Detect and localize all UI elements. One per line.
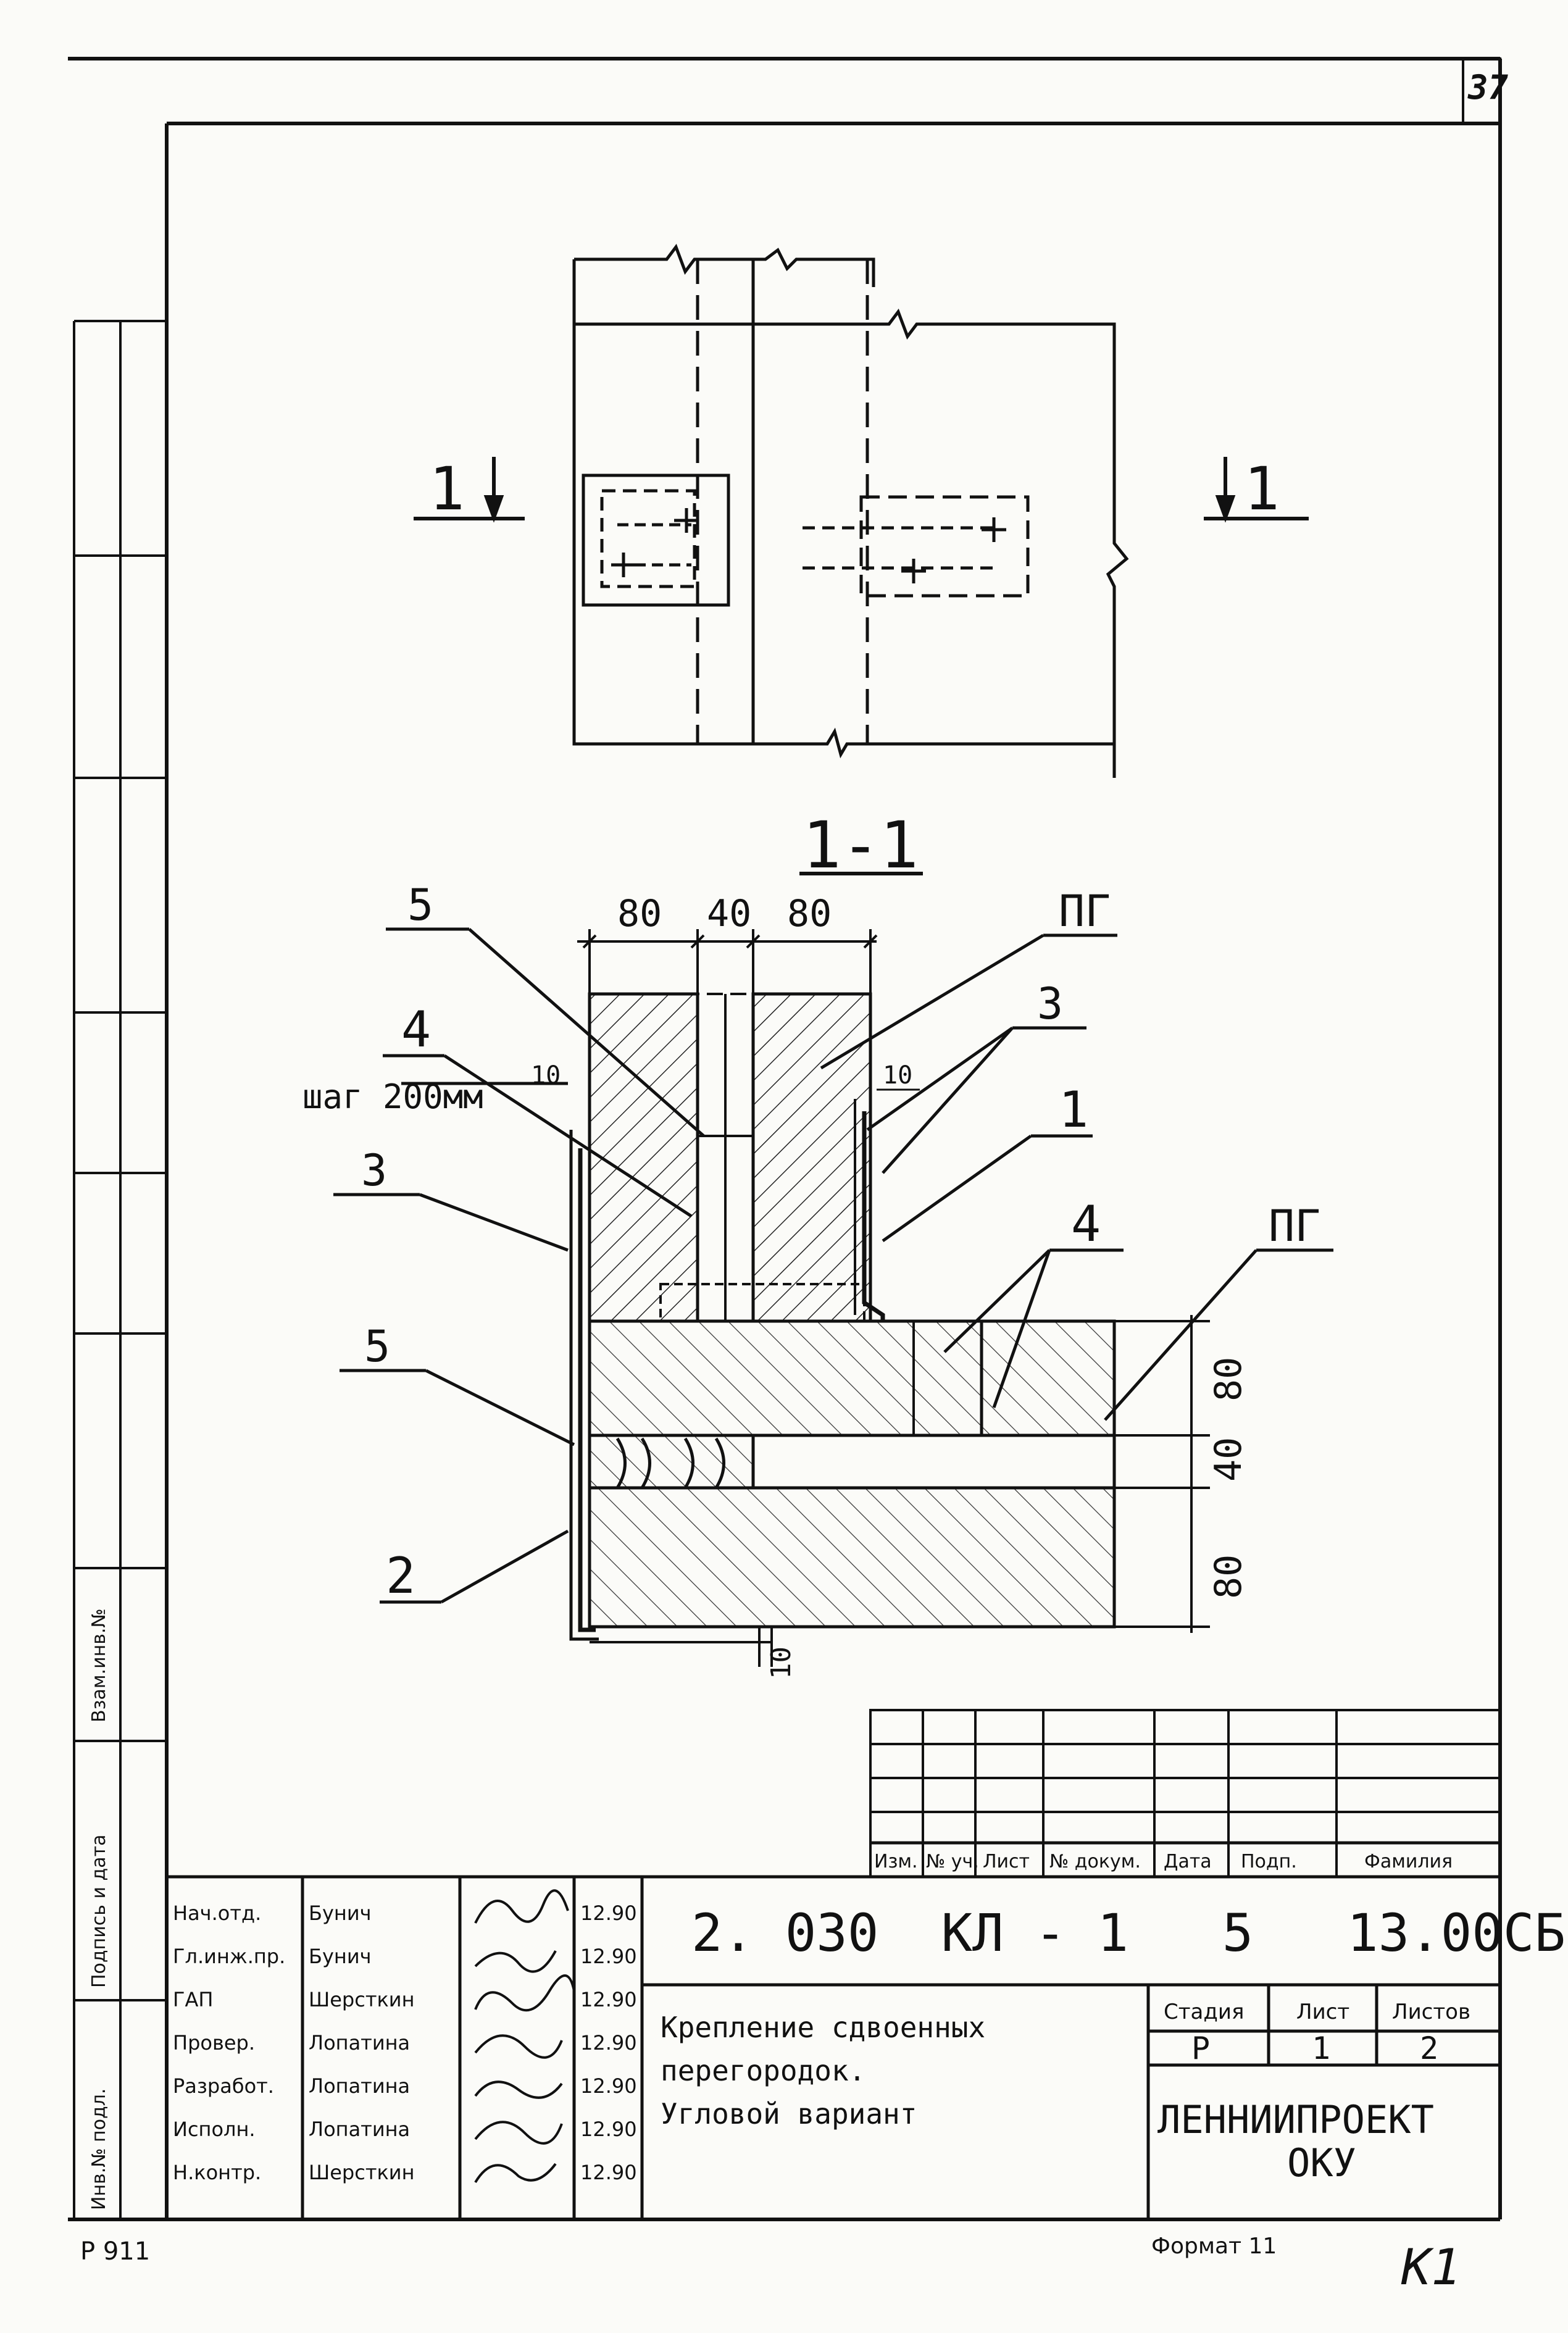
stage-header: Стадия bbox=[1164, 2000, 1244, 2024]
plan-crosses bbox=[611, 508, 1006, 583]
callout-pg-right: ПГ bbox=[1269, 1201, 1320, 1251]
name-5: Лопатина bbox=[309, 2074, 410, 2098]
sheet-value: 1 bbox=[1312, 2030, 1330, 2066]
organization-line2: ОКУ bbox=[1287, 2140, 1356, 2185]
name-4: Лопатина bbox=[309, 2031, 410, 2055]
handwritten-signatures bbox=[474, 1889, 575, 2184]
role-2: Гл.инж.пр. bbox=[173, 1945, 285, 1968]
name-6: Лопатина bbox=[309, 2118, 410, 2141]
callout-leaders bbox=[333, 927, 1333, 1604]
name-3: Шерсткин bbox=[309, 1988, 415, 2011]
side-label-sign: Подпись и дата bbox=[88, 1835, 110, 1989]
section-dim-top bbox=[577, 929, 878, 994]
sheets-value: 2 bbox=[1420, 2030, 1438, 2066]
dim-right-3: 80 bbox=[1207, 1555, 1250, 1599]
date-3: 12.90 bbox=[580, 1988, 637, 2011]
side-label-inventory: Инв.№ подл. bbox=[88, 2089, 110, 2210]
section-mark-left bbox=[414, 457, 525, 523]
date-2: 12.90 bbox=[580, 1945, 637, 1968]
rev-header-sign: Подп. bbox=[1241, 1851, 1297, 1872]
dim-right-2: 40 bbox=[1207, 1437, 1250, 1482]
section-mark-left-label: 1 bbox=[429, 454, 465, 524]
date-5: 12.90 bbox=[580, 2074, 637, 2098]
callout-3-left: 3 bbox=[361, 1145, 387, 1196]
section-dim-bottom bbox=[590, 1627, 773, 1667]
rev-header-date: Дата bbox=[1164, 1851, 1212, 1872]
rev-header-docnum: № докум. bbox=[1049, 1851, 1141, 1872]
date-4: 12.90 bbox=[580, 2031, 637, 2055]
rev-header-count: № уч. bbox=[926, 1851, 979, 1872]
sheet-mark: К1 bbox=[1401, 2239, 1461, 2296]
callout-5-bottom: 5 bbox=[364, 1321, 390, 1372]
callout-pg-top: ПГ bbox=[1059, 886, 1111, 937]
callout-1: 1 bbox=[1059, 1081, 1088, 1138]
section-dim-right bbox=[1114, 1315, 1210, 1633]
plan-view bbox=[572, 243, 1129, 778]
callout-4: 4 bbox=[401, 1001, 431, 1058]
sheet-number: 37 bbox=[1467, 68, 1509, 107]
side-label-replace: Взам.инв.№ bbox=[88, 1608, 110, 1722]
dim-top-2: 40 bbox=[707, 892, 751, 935]
dim-top-3: 80 bbox=[787, 892, 832, 935]
callout-2: 2 bbox=[386, 1547, 415, 1605]
dim-small-right: 10 bbox=[883, 1061, 912, 1090]
footer-left-code: Р 911 bbox=[80, 2237, 150, 2266]
dim-small-left: 10 bbox=[531, 1061, 561, 1090]
role-5: Разработ. bbox=[173, 2074, 274, 2098]
revision-table bbox=[869, 1709, 1501, 1878]
rev-header-sheet: Лист bbox=[983, 1851, 1030, 1872]
sheets-header: Листов bbox=[1392, 2000, 1470, 2024]
name-7: Шерсткин bbox=[309, 2161, 415, 2184]
role-1: Нач.отд. bbox=[173, 1901, 261, 1925]
organization-line1: ЛЕННИИПРОЕКТ bbox=[1157, 2097, 1434, 2142]
dim-top-1: 80 bbox=[617, 892, 662, 935]
callout-5-top: 5 bbox=[407, 880, 433, 930]
role-4: Провер. bbox=[173, 2031, 255, 2055]
stage-value: Р bbox=[1191, 2030, 1210, 2066]
callout-4-right: 4 bbox=[1071, 1195, 1101, 1253]
role-3: ГАП bbox=[173, 1988, 213, 2011]
section-title: 1-1 bbox=[803, 808, 919, 883]
rev-header-change: Изм. bbox=[874, 1851, 918, 1872]
role-6: Исполн. bbox=[173, 2118, 256, 2141]
doc-title-line3: Угловой вариант bbox=[661, 2097, 917, 2131]
section-mark-right-label: 1 bbox=[1244, 454, 1280, 524]
section-body bbox=[569, 992, 1116, 1641]
dim-small-bottom: 10 bbox=[765, 1646, 797, 1679]
dim-right-1: 80 bbox=[1207, 1357, 1250, 1401]
side-column bbox=[73, 320, 167, 2219]
title-block bbox=[167, 1875, 1500, 2219]
name-2: Бунич bbox=[309, 1945, 372, 1968]
doc-title-line1: Крепление сдвоенных bbox=[661, 2011, 985, 2044]
doc-title-line2: перегородок. bbox=[661, 2054, 865, 2087]
date-6: 12.90 bbox=[580, 2118, 637, 2141]
date-7: 12.90 bbox=[580, 2161, 637, 2184]
document-code: 2. 030 КЛ - 1 5 13.00СБ bbox=[691, 1903, 1566, 1963]
date-1: 12.90 bbox=[580, 1901, 637, 1925]
callout-3-right: 3 bbox=[1037, 979, 1063, 1029]
format-label: Формат 11 bbox=[1151, 2234, 1277, 2259]
rev-header-surname: Фамилия bbox=[1364, 1851, 1453, 1872]
section-mark-right bbox=[1204, 457, 1309, 523]
name-1: Бунич bbox=[309, 1901, 372, 1925]
role-7: Н.контр. bbox=[173, 2161, 261, 2184]
sheet-header: Лист bbox=[1296, 2000, 1349, 2024]
